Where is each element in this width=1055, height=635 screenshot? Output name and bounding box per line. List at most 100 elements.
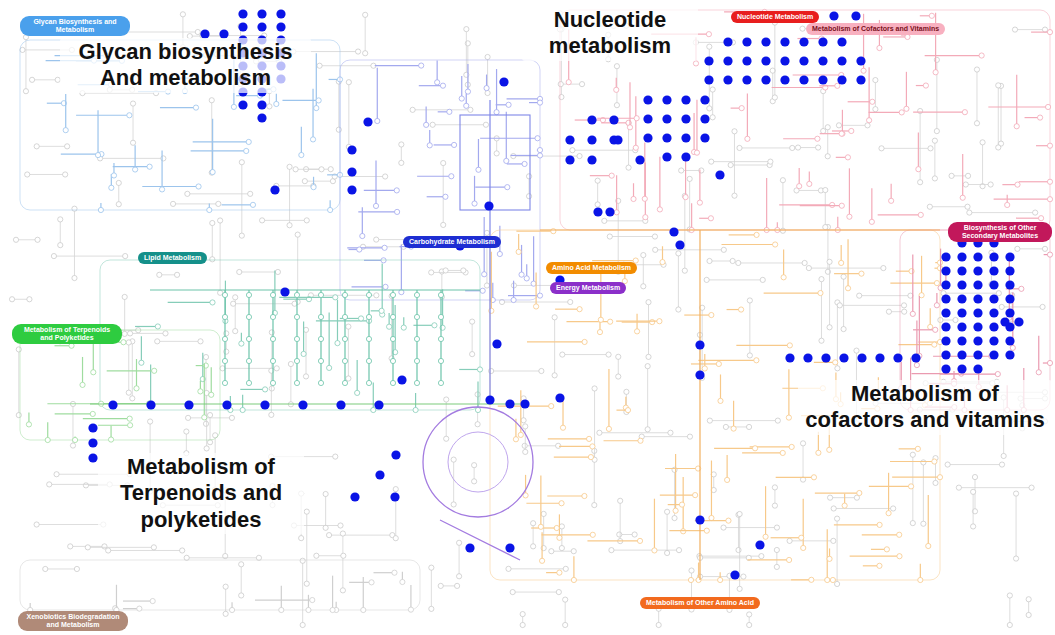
pathway-line xyxy=(16,239,38,240)
compound-circle xyxy=(664,509,669,514)
pathway-line xyxy=(525,426,526,452)
compound-circle xyxy=(1015,246,1020,251)
pathway-line xyxy=(303,322,304,354)
pathway-line xyxy=(352,286,386,287)
compound-circle xyxy=(317,63,322,68)
compound-circle xyxy=(571,577,576,582)
pathway-line xyxy=(850,556,900,557)
compound-circle xyxy=(485,90,490,95)
compound-circle xyxy=(897,532,902,537)
highlighted-enzyme-dot xyxy=(818,56,827,65)
compound-circle xyxy=(523,449,528,454)
compound-circle xyxy=(597,430,602,435)
compound-circle xyxy=(910,452,915,457)
pathway-line xyxy=(516,231,553,232)
compound-circle xyxy=(174,272,179,277)
compound-circle xyxy=(148,419,153,424)
compound-circle xyxy=(928,324,933,329)
compound-circle xyxy=(27,297,32,302)
compound-circle xyxy=(737,511,742,516)
compound-circle xyxy=(246,292,251,297)
compound-circle xyxy=(819,338,824,343)
compound-circle xyxy=(634,116,639,121)
compound-circle xyxy=(410,107,415,112)
highlighted-enzyme-dot xyxy=(989,336,998,345)
compound-circle xyxy=(379,308,384,313)
pathway-line xyxy=(186,432,187,454)
compound-circle xyxy=(294,336,299,341)
highlighted-enzyme-dot xyxy=(803,353,812,362)
compound-circle xyxy=(269,330,274,335)
pathway-line xyxy=(88,547,154,548)
compound-circle xyxy=(908,484,913,489)
compound-circle xyxy=(270,336,275,341)
compound-circle xyxy=(90,411,95,416)
highlighted-enzyme-dot xyxy=(669,227,678,236)
compound-circle xyxy=(335,341,340,346)
compound-circle xyxy=(127,113,132,118)
highlighted-enzyme-dot xyxy=(397,375,406,384)
pathway-line xyxy=(431,568,432,609)
pathway-line xyxy=(542,534,593,535)
compound-circle xyxy=(800,441,805,446)
highlighted-enzyme-dot xyxy=(989,322,998,331)
pathway-line xyxy=(611,550,679,551)
pathway-line xyxy=(834,508,893,509)
compound-circle xyxy=(218,218,223,223)
compound-circle xyxy=(645,427,650,432)
compound-circle xyxy=(128,423,133,428)
compound-circle xyxy=(660,259,665,264)
highlighted-enzyme-dot xyxy=(593,207,602,216)
compound-circle xyxy=(746,424,751,429)
compound-circle xyxy=(679,502,684,507)
pathway-line xyxy=(669,530,706,531)
compound-circle xyxy=(849,128,854,133)
compound-circle xyxy=(1045,104,1050,109)
pathway-line xyxy=(358,211,397,212)
compound-circle xyxy=(222,380,227,385)
pathway-line xyxy=(825,190,826,227)
highlighted-enzyme-dot xyxy=(818,37,827,46)
compound-circle xyxy=(1047,143,1052,148)
compound-circle xyxy=(706,32,711,37)
pathway-line xyxy=(100,158,163,159)
compound-circle xyxy=(451,142,456,147)
compound-circle xyxy=(293,167,298,172)
highlighted-enzyme-dot xyxy=(723,37,732,46)
category-name: Carbohydrate Metabolism xyxy=(409,238,495,246)
tca-cycle xyxy=(448,432,508,492)
compound-circle xyxy=(932,342,937,347)
pathway-line xyxy=(141,336,142,362)
compound-circle xyxy=(747,622,752,627)
pathway-line xyxy=(375,65,421,66)
compound-circle xyxy=(929,13,934,18)
pathway-line xyxy=(466,29,467,75)
pathway-line xyxy=(600,268,601,319)
compound-circle xyxy=(16,347,21,352)
compound-circle xyxy=(774,547,779,552)
pathway-line xyxy=(710,260,733,261)
pathway-line xyxy=(37,524,104,525)
compound-circle xyxy=(262,387,267,392)
compound-circle xyxy=(627,125,632,130)
compound-circle xyxy=(193,105,198,110)
pathway-line xyxy=(461,76,462,99)
compound-circle xyxy=(811,475,816,480)
pathway-line xyxy=(834,524,880,525)
compound-circle xyxy=(624,389,629,394)
compound-circle xyxy=(910,521,915,526)
compound-circle xyxy=(209,392,214,397)
pathway-line xyxy=(644,143,645,199)
compound-circle xyxy=(250,202,255,207)
pathway-line xyxy=(365,15,366,53)
compound-circle xyxy=(116,202,121,207)
compound-circle xyxy=(306,607,311,612)
highlighted-enzyme-dot xyxy=(839,353,848,362)
compound-circle xyxy=(374,293,379,298)
compound-circle xyxy=(159,187,164,192)
highlighted-enzyme-dot xyxy=(957,308,966,317)
highlighted-enzyme-dot xyxy=(391,450,400,459)
pathway-line xyxy=(382,264,383,315)
highlighted-enzyme-dot xyxy=(1005,308,1014,317)
compound-circle xyxy=(441,222,446,227)
